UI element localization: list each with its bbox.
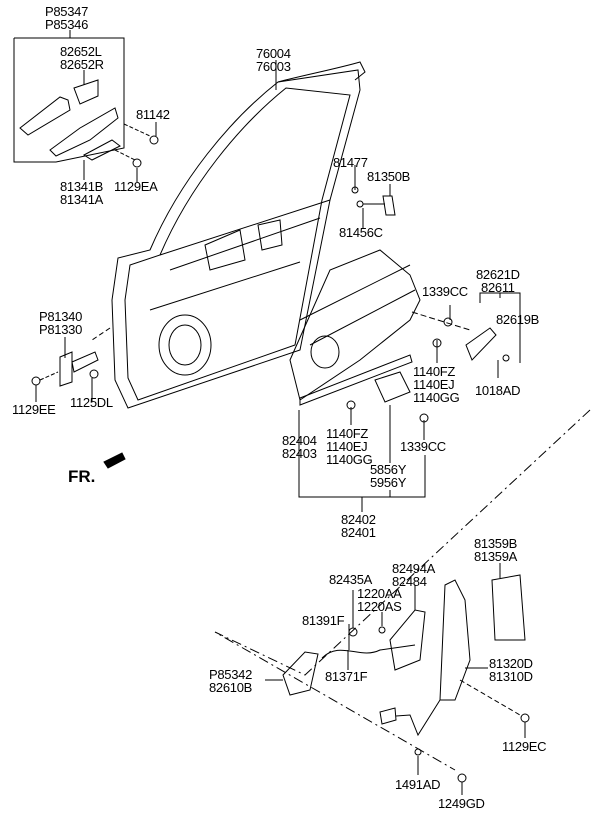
label-1249gd: 1249GD: [438, 796, 485, 811]
label-82435a: 82435A: [329, 572, 373, 587]
outside-handle-parts: [19, 79, 159, 182]
label-82619b: 82619B: [496, 312, 540, 327]
label-1129ee: 1129EE: [12, 402, 56, 417]
door-panel-drawing: [111, 60, 366, 409]
label-1129ea: 1129EA: [114, 179, 158, 194]
label-1491ad: 1491AD: [395, 777, 441, 792]
label-1339cc-bottom: 1339CC: [400, 439, 446, 454]
fr-arrow: [103, 452, 126, 469]
label-1129ec: 1129EC: [502, 739, 547, 754]
inside-handle-top-parts: [465, 292, 521, 378]
lower-latch-parts: [265, 563, 530, 795]
label-81477: 81477: [333, 155, 368, 170]
handle-group-box: [13, 37, 125, 163]
regulator-drawing: [289, 249, 471, 512]
dashed-guide: [214, 409, 591, 771]
label-81142: 81142: [136, 107, 170, 122]
checker-parts: [31, 327, 111, 402]
label-1018ad: 1018AD: [475, 383, 521, 398]
label-81391f: 81391F: [302, 613, 345, 628]
label-1125dl: 1125DL: [70, 395, 113, 410]
label-81350b: 81350B: [367, 169, 411, 184]
label-1339cc-top: 1339CC: [422, 284, 468, 299]
front-direction-marker: FR.: [68, 467, 96, 486]
label-81371f: 81371F: [325, 669, 368, 684]
label-81456c: 81456C: [339, 225, 383, 240]
striker-parts: [351, 165, 396, 228]
